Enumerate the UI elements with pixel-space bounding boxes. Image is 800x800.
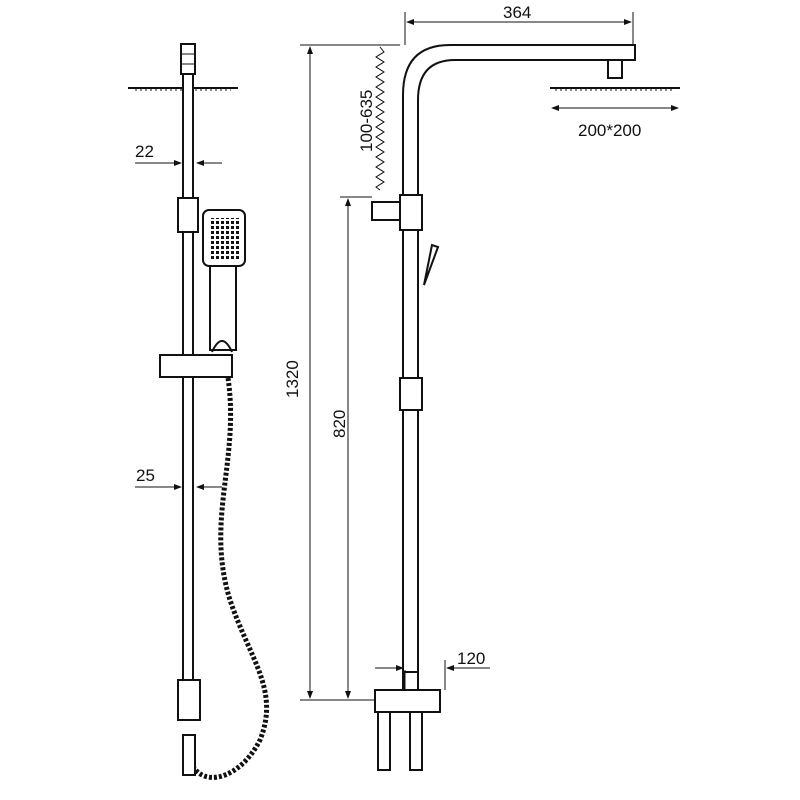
mixer-body xyxy=(374,689,441,713)
dim-1320: 1320 xyxy=(283,360,302,398)
shower-holder xyxy=(177,197,199,233)
valve-block xyxy=(399,194,423,231)
dim-100-635: 100-635 xyxy=(357,90,376,152)
dim-820: 820 xyxy=(330,410,349,438)
inlet-left xyxy=(377,711,391,771)
dim-364: 364 xyxy=(503,3,531,22)
head-arm-connector xyxy=(607,59,623,79)
slider-front xyxy=(399,377,423,411)
inlet-right xyxy=(409,711,423,771)
hand-shower-handle xyxy=(209,265,237,351)
side-view: 22 25 xyxy=(128,43,270,780)
riser-pipe-side xyxy=(182,73,194,685)
diverter-handle xyxy=(371,201,401,221)
hose-end xyxy=(182,734,196,776)
dim-22: 22 xyxy=(135,142,154,161)
slider-block xyxy=(159,354,233,378)
dim-200x200: 200*200 xyxy=(578,121,641,140)
riser-and-arm xyxy=(402,44,636,690)
dim-25: 25 xyxy=(136,466,155,485)
head-connector xyxy=(180,43,196,75)
front-view: 364 200*200 1320 820 100-635 120 xyxy=(283,3,680,771)
hand-shower-front xyxy=(423,243,440,286)
bottom-bracket xyxy=(177,679,201,721)
shower-hose xyxy=(182,377,270,780)
dim-120: 120 xyxy=(457,649,485,668)
